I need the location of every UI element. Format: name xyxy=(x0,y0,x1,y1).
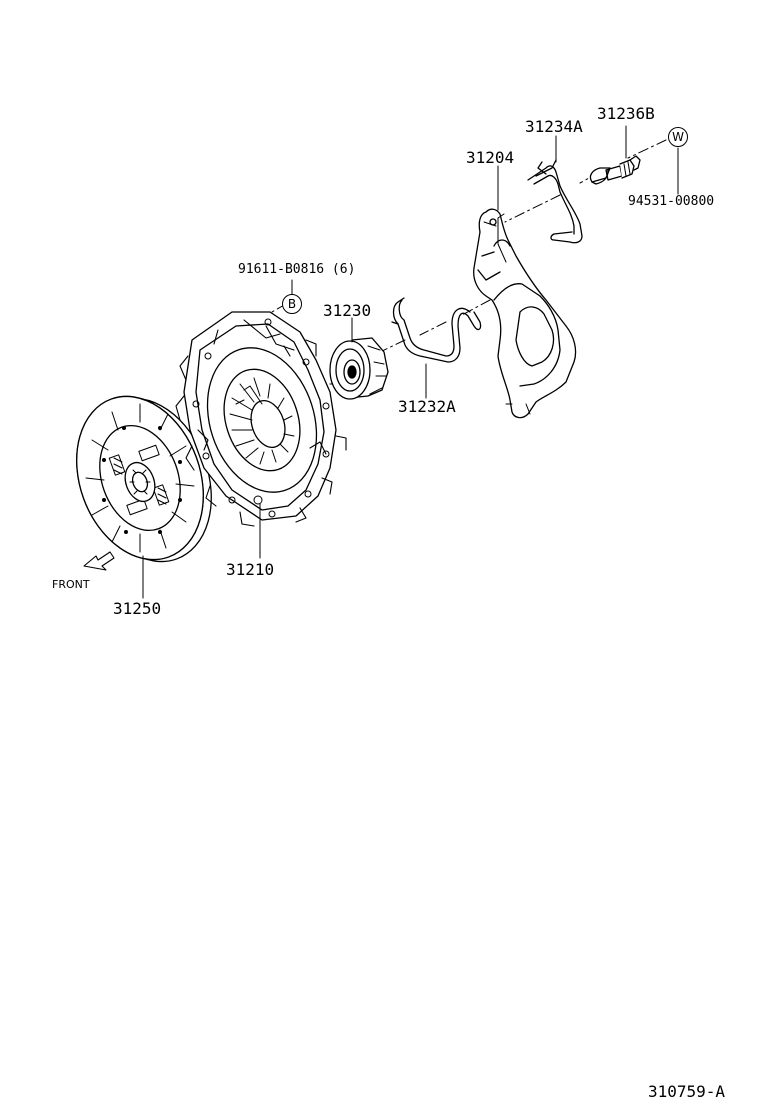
release-fork xyxy=(474,209,576,417)
part-label-91611-B0816: 91611-B0816 (6) xyxy=(238,262,356,277)
bearing-clip xyxy=(392,298,481,362)
fork-pivot-bolt xyxy=(590,156,640,184)
part-label-94531-00800: 94531-00800 xyxy=(628,194,715,209)
callout-w-icon: W xyxy=(668,127,688,147)
part-label-31250: 31250 xyxy=(113,599,162,618)
part-label-31230: 31230 xyxy=(323,301,372,320)
part-label-31210: 31210 xyxy=(226,560,275,579)
fork-spring-clip xyxy=(528,160,582,243)
part-label-31232A: 31232A xyxy=(398,397,456,416)
front-direction-arrow xyxy=(84,552,114,570)
clutch-cover xyxy=(176,312,346,526)
release-bearing xyxy=(330,338,388,399)
part-label-31204: 31204 xyxy=(466,148,515,167)
part-label-31236B: 31236B xyxy=(597,104,655,123)
front-label: FRONT xyxy=(52,578,90,591)
clutch-disc xyxy=(55,379,233,580)
part-label-31234A: 31234A xyxy=(525,117,583,136)
callout-b-icon: B xyxy=(282,294,302,314)
figure-id: 310759-A xyxy=(648,1082,726,1101)
